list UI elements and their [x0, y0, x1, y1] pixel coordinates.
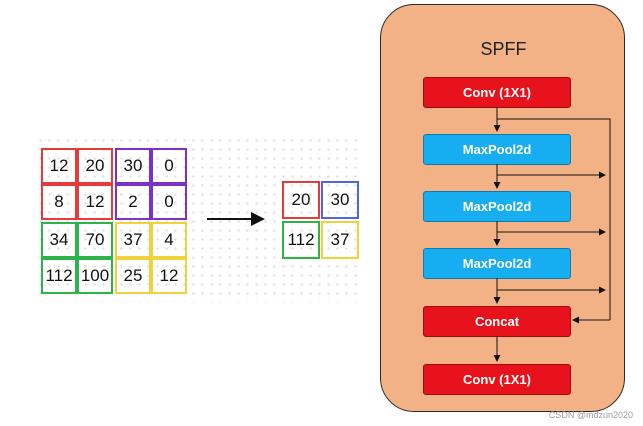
input-cell: 30 [115, 148, 151, 184]
input-cell: 0 [151, 148, 187, 184]
input-cell: 34 [41, 222, 77, 258]
conv-block-top: Conv (1X1) [423, 77, 571, 108]
spff-module-panel: SPFF Conv (1X1) MaxPool2d MaxPool2d MaxP… [380, 4, 625, 412]
input-cell: 25 [115, 258, 151, 294]
conv-block-bottom: Conv (1X1) [423, 364, 571, 395]
input-cell: 4 [151, 222, 187, 258]
output-cell: 112 [282, 221, 320, 259]
input-cell: 2 [115, 184, 151, 220]
input-cell: 12 [41, 148, 77, 184]
concat-block: Concat [423, 306, 571, 337]
watermark: CSDN @mdzun2020 [548, 410, 633, 420]
maxpool-block-2: MaxPool2d [423, 191, 571, 222]
skip-line-conv [497, 118, 611, 320]
input-cell: 0 [151, 184, 187, 220]
output-cell: 30 [321, 181, 359, 219]
input-cell: 20 [77, 148, 113, 184]
input-cell: 100 [77, 258, 113, 294]
input-cell: 70 [77, 222, 113, 258]
output-cell: 37 [321, 221, 359, 259]
input-cell: 12 [151, 258, 187, 294]
input-cell: 8 [41, 184, 77, 220]
spff-title: SPFF [480, 39, 527, 59]
input-cell: 37 [115, 222, 151, 258]
input-cell: 112 [41, 258, 77, 294]
input-cell: 12 [77, 184, 113, 220]
output-cell: 20 [282, 181, 320, 219]
